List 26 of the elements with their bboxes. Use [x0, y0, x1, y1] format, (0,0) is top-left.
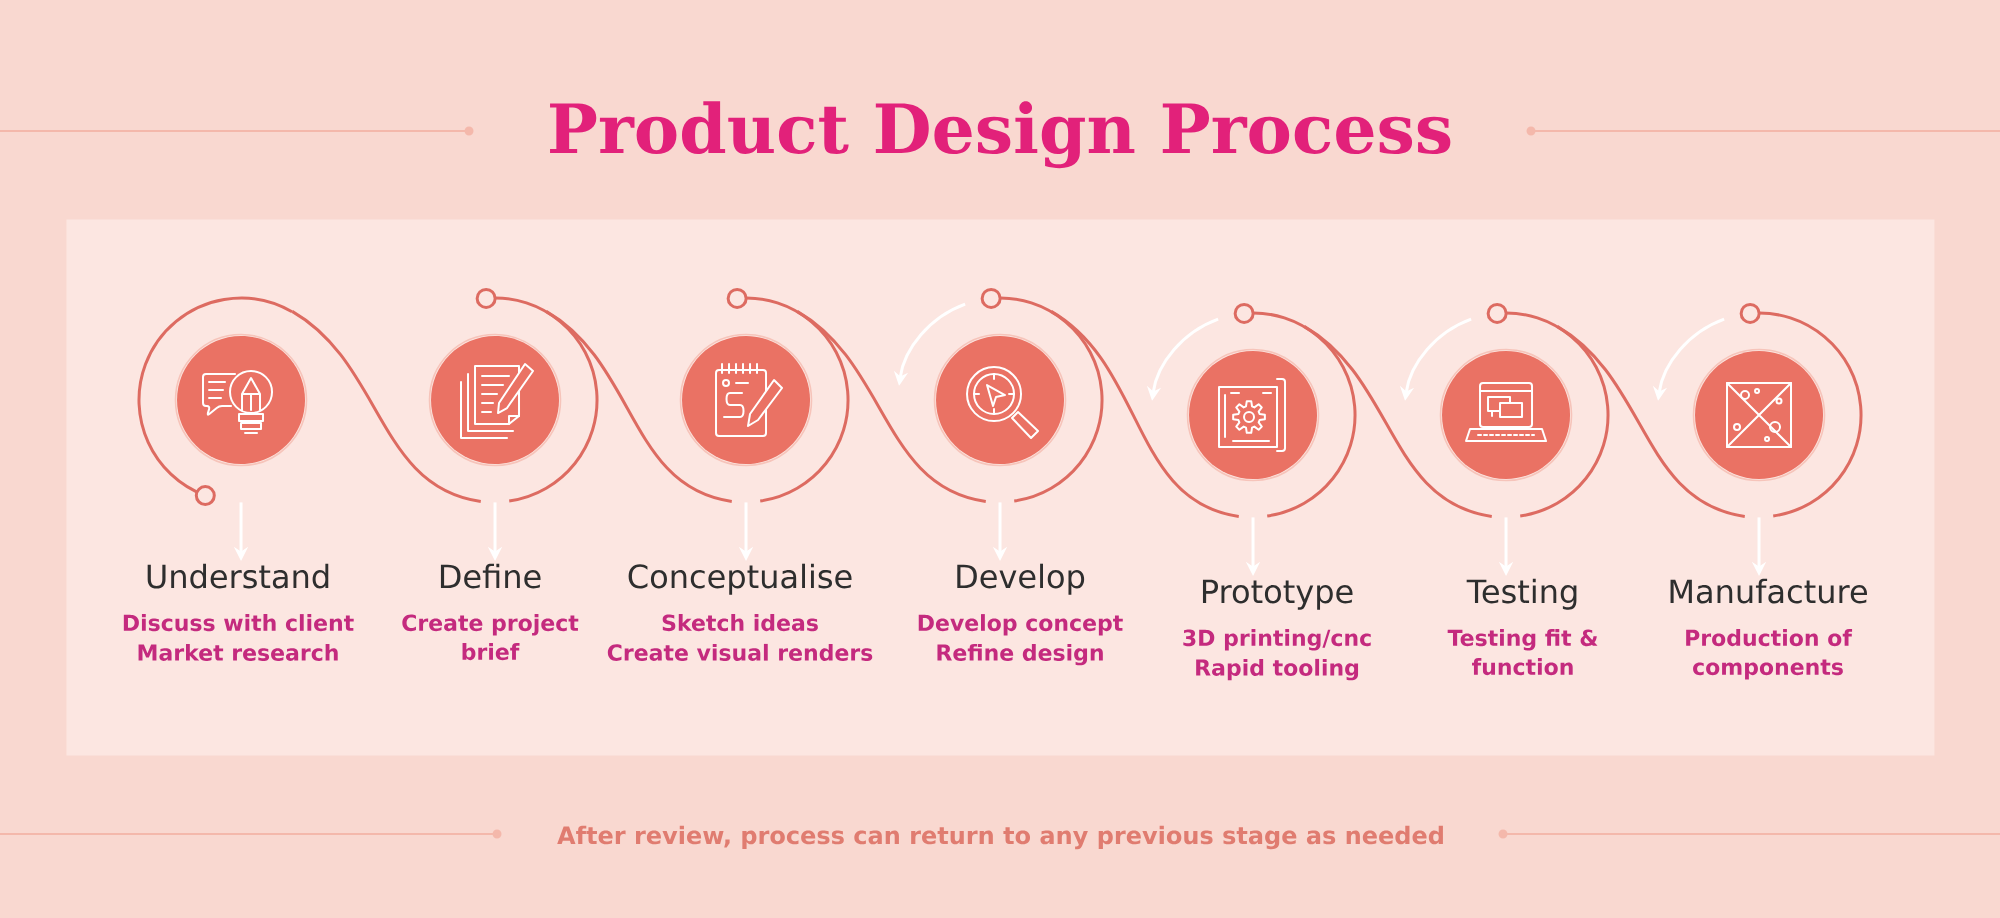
stage-title: Understand — [147, 563, 329, 589]
stage-title: Manufacture — [1670, 578, 1867, 604]
curved-line — [796, 310, 987, 503]
curved-line — [1050, 310, 1240, 518]
curved-line — [545, 310, 733, 503]
stage-description: Refine design — [937, 643, 1103, 666]
stage-description: Develop concept — [918, 614, 1123, 636]
stage-title: Testing — [1466, 578, 1577, 610]
stage-description: Create visual renders — [607, 643, 873, 661]
stage-title: Develop — [957, 563, 1085, 595]
stage-description: Market research — [138, 643, 338, 661]
title: Product Design Process — [550, 101, 1451, 169]
curved-line — [1556, 325, 1746, 518]
stage-description: Production of components — [1686, 629, 1853, 680]
stage-title: Conceptualise — [628, 563, 852, 595]
curved-line — [291, 310, 482, 503]
stage-description: Create project brief — [402, 614, 579, 661]
stage-description: Discuss with client — [123, 614, 354, 632]
note: After review, process can return to any previous stage as needed — [557, 825, 1443, 850]
stage-description: Testing fit & function — [1447, 629, 1598, 676]
stage-description: Rapid tooling — [1196, 658, 1359, 681]
curved-line — [1303, 325, 1493, 518]
stage-description: Sketch ideas — [662, 614, 818, 632]
stage-title: Prototype — [1202, 579, 1353, 610]
stage-description: 3D printing/cnc — [1183, 629, 1371, 651]
stage-title: Define — [440, 563, 541, 589]
